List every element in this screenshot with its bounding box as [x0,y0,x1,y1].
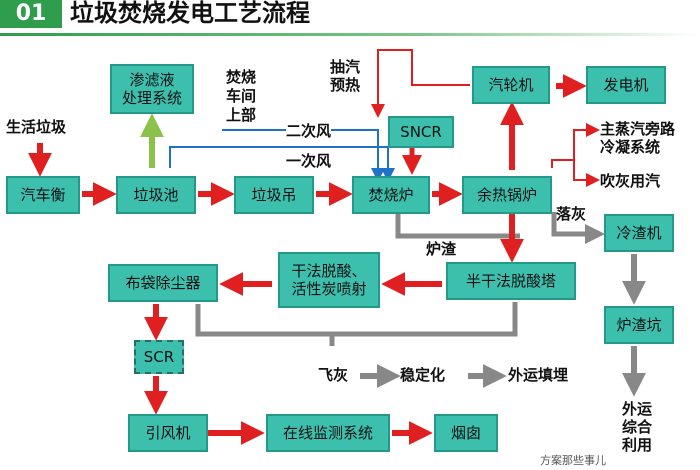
header: 01 垃圾焚烧发电工艺流程 [0,0,700,36]
label-slag: 炉渣 [426,240,457,258]
node-turbine: 汽轮机 [472,66,550,104]
node-sncr: SNCR [388,116,454,148]
line-slag [395,214,520,239]
node-chimney: 烟囱 [434,414,498,452]
watermark: 方案那些事儿 [540,454,606,467]
page-title: 垃圾焚烧发电工艺流程 [70,0,310,27]
label-soot-blow: 吹灰用汽 [600,172,661,190]
label-main-steam: 主蒸汽旁路 冷凝系统 [600,120,676,156]
label-workshop-top: 焚烧 车间 上部 [226,68,257,124]
label-stabilization: 稳定化 [400,366,446,384]
section-badge: 01 [0,0,62,28]
label-fly-ash: 飞灰 [318,366,349,384]
node-baghouse: 布袋除尘器 [108,264,218,302]
node-slag-pit: 炉渣坑 [604,306,674,344]
line-secondary-air [222,129,385,182]
line-fly-ash-collector [195,302,518,337]
label-primary-air: 一次风 [286,152,332,170]
node-truck-scale: 汽车衡 [6,176,80,214]
label-domestic-waste: 生活垃圾 [6,118,67,136]
node-scr: SCR [134,340,184,374]
node-garbage-crane: 垃圾吊 [234,176,314,214]
node-waste-heat-boiler: 余热锅炉 [462,176,552,214]
node-garbage-pit: 垃圾池 [116,176,196,214]
node-leachate: 渗滤液 处理系统 [110,64,194,114]
node-generator: 发电机 [586,66,666,104]
node-incinerator: 焚烧炉 [352,176,430,214]
line-primary-air [169,146,395,182]
node-dry-deacid: 干法脱酸、 活性炭喷射 [278,252,380,308]
line-extraction [377,49,470,100]
node-semi-dry-tower: 半干法脱酸塔 [446,262,576,300]
label-landfill: 外运填埋 [508,366,569,384]
header-divider [0,33,700,36]
line-falling-ash [551,212,605,244]
node-cems: 在线监测系统 [266,414,390,452]
label-reuse: 外运 综合 利用 [622,400,653,454]
label-extraction: 抽汽 预热 [330,58,361,94]
node-id-fan: 引风机 [128,414,208,452]
label-secondary-air: 二次风 [286,122,332,140]
label-falling-ash: 落灰 [556,205,587,223]
node-slag-cooler: 冷渣机 [604,214,674,252]
